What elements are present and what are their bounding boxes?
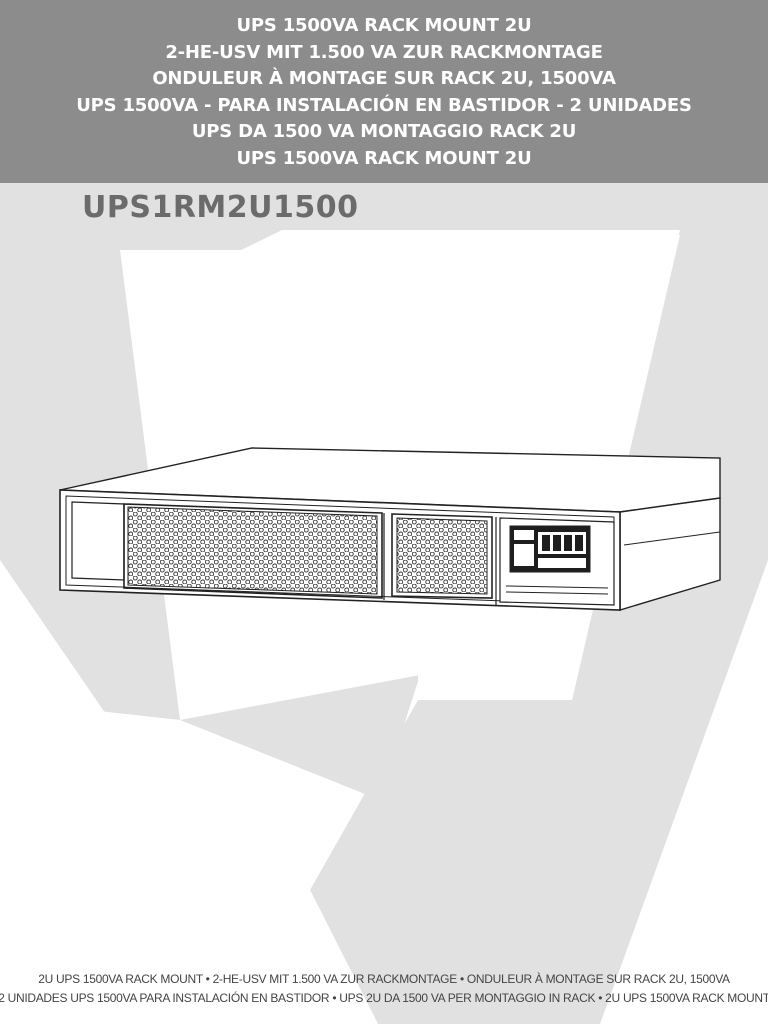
footer-line-2: 2 UNIDADES UPS 1500VA PARA INSTALACIÓN E… [0,991,768,1005]
title-line-es: UPS 1500VA - PARA INSTALACIÓN EN BASTIDO… [76,94,692,116]
title-line-fr: ONDULEUR À MONTAGE SUR RACK 2U, 1500VA [152,68,616,89]
ups-rack-unit-icon [59,447,721,611]
footer-multilingual-description: 2U UPS 1500VA RACK MOUNT • 2-HE-USV MIT … [0,970,768,1008]
footer-line-1: 2U UPS 1500VA RACK MOUNT • 2-HE-USV MIT … [38,972,730,986]
title-line-de: 2-HE-USV MIT 1.500 VA ZUR RACKMONTAGE [165,41,603,63]
title-line-en-2: UPS 1500VA RACK MOUNT 2U [236,147,532,169]
title-line-it: UPS DA 1500 VA MONTAGGIO RACK 2U [191,121,577,142]
model-code: UPS1RM2U1500 [82,190,359,225]
header-title-band: UPS 1500VA RACK MOUNT 2U 2-HE-USV MIT 1.… [0,0,768,183]
title-line-en: UPS 1500VA RACK MOUNT 2U [236,15,532,36]
